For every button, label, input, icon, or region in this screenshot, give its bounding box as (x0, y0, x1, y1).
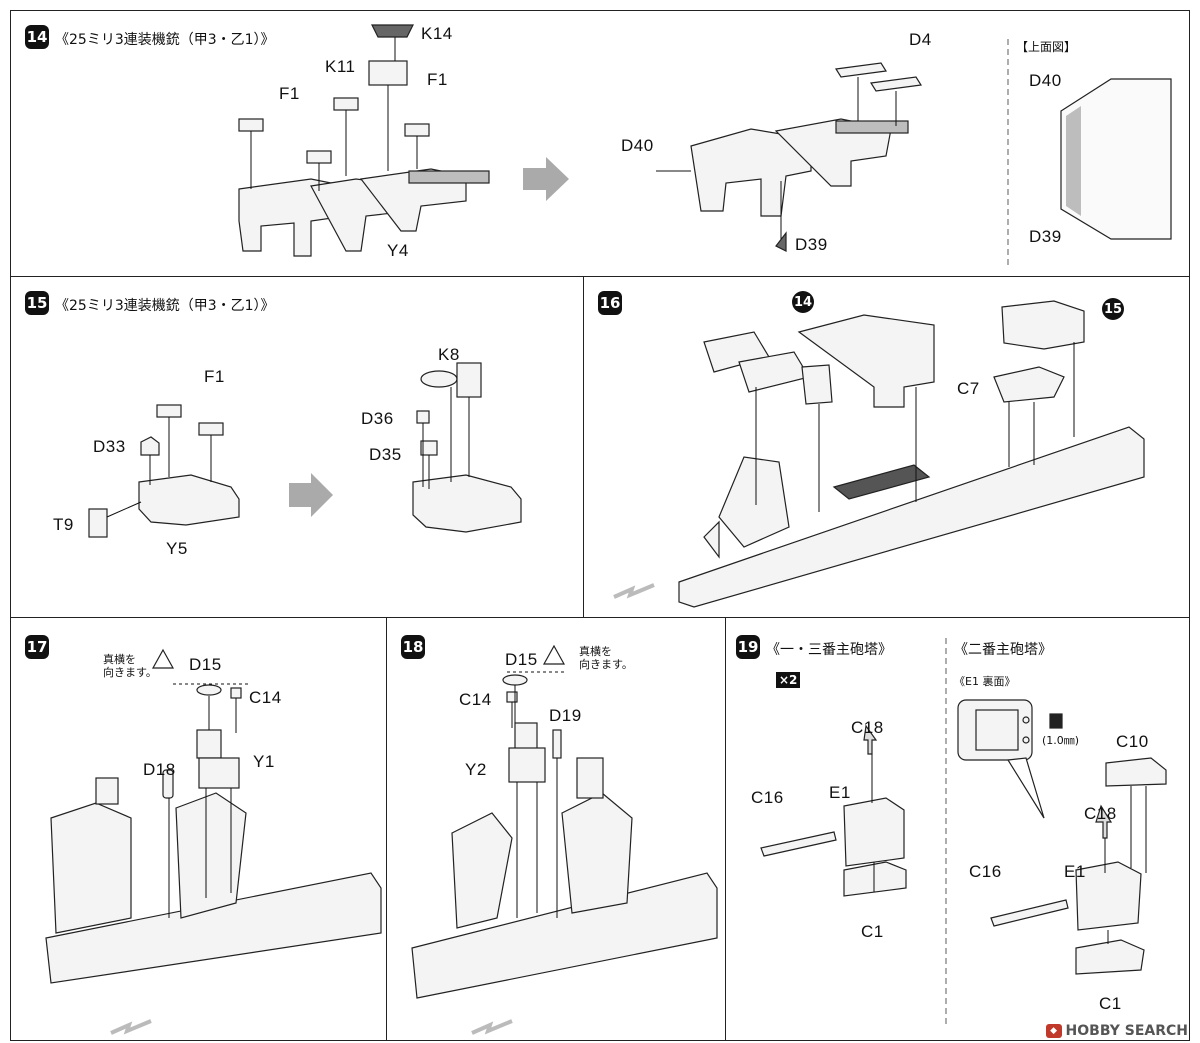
step-17-drawing (45, 648, 382, 1035)
label-d36: D36 (361, 409, 394, 428)
label-d33: D33 (93, 437, 126, 456)
label-y5: Y5 (166, 539, 188, 558)
step-17-panel: 17 真横を 向きます。 D15 C14 Y1 D18 (10, 617, 388, 1041)
label-c1: C1 (861, 922, 884, 941)
label-y1: Y1 (253, 752, 275, 771)
label-c10: C10 (1116, 732, 1149, 751)
label-d18: D18 (143, 760, 176, 779)
label-y4: Y4 (387, 241, 409, 260)
step-number-badge: 19 (736, 635, 760, 659)
label-k8: K8 (438, 345, 460, 364)
label-c18: C18 (851, 718, 884, 737)
label-f1: F1 (279, 84, 300, 103)
step-reference-badge: 14 (792, 291, 814, 313)
label-f1: F1 (204, 367, 225, 386)
step-number-badge: 18 (401, 635, 425, 659)
label-d19: D19 (549, 706, 582, 725)
label-c14: C14 (249, 688, 282, 707)
label-d15: D15 (505, 650, 538, 669)
step-19-panel: 19 《一・三番主砲塔》 ×2 《二番主砲塔》 《E1 裏面》 (1.0㎜) (725, 617, 1190, 1041)
label-d39: D39 (795, 235, 828, 254)
label-f1: F1 (427, 70, 448, 89)
label-c14: C14 (459, 690, 492, 709)
step-15-drawing (88, 362, 522, 538)
inset-title: 【上面図】 (1016, 40, 1077, 54)
label-c16: C16 (969, 862, 1002, 881)
drill-size: (1.0㎜) (1042, 734, 1080, 747)
watermark: ◆ HOBBY SEARCH (1045, 1023, 1188, 1039)
inset-label-d39: D39 (1029, 227, 1062, 246)
step-number-badge: 14 (25, 25, 49, 49)
turret-1-3-title: 《一・三番主砲塔》 (766, 642, 892, 658)
step-18-drawing (411, 644, 718, 1035)
label-y2: Y2 (465, 760, 487, 779)
brand-logo-icon: ◆ (1045, 1024, 1062, 1038)
step-16-panel: 16 14 15 C7 (583, 276, 1190, 619)
orientation-note: 真横を 向きます。 (579, 645, 633, 671)
label-d15: D15 (189, 655, 222, 674)
quantity-badge: ×2 (776, 672, 801, 688)
turret-2-title: 《二番主砲塔》 (954, 642, 1052, 658)
label-e1: E1 (829, 783, 851, 802)
step-reference-badge: 15 (1102, 298, 1124, 320)
brand-name: HOBBY SEARCH (1065, 1023, 1188, 1039)
step-14-panel: 14 《25ミリ3連装機銃（甲3・乙1）》 (10, 10, 1190, 278)
e1-back-title: 《E1 裏面》 (954, 675, 1016, 688)
step-14-drawing (238, 24, 1172, 266)
step-15-panel: 15 《25ミリ3連装機銃（甲3・乙1）》 F1 D33 T9 (10, 276, 585, 619)
step-number-badge: 17 (25, 635, 49, 659)
step-number-badge: 16 (598, 291, 622, 315)
label-e1: E1 (1064, 862, 1086, 881)
label-d35: D35 (369, 445, 402, 464)
step-number-badge: 15 (25, 291, 49, 315)
label-k14: K14 (421, 24, 453, 43)
orientation-note: 真横を 向きます。 (103, 653, 157, 679)
label-c7: C7 (957, 379, 980, 398)
label-c16: C16 (751, 788, 784, 807)
step-19-drawing (760, 638, 1167, 1028)
step-title: 《25ミリ3連装機銃（甲3・乙1）》 (55, 298, 275, 314)
label-c1: C1 (1099, 994, 1122, 1013)
label-d4: D4 (909, 30, 932, 49)
step-16-drawing (613, 300, 1145, 608)
label-t9: T9 (53, 515, 74, 534)
inset-label-d40: D40 (1029, 71, 1062, 90)
label-d40: D40 (621, 136, 654, 155)
step-title: 《25ミリ3連装機銃（甲3・乙1）》 (55, 32, 275, 48)
label-k11: K11 (325, 57, 356, 76)
step-18-panel: 18 真横を 向きます。 D15 C14 D19 Y2 (386, 617, 727, 1041)
label-c18: C18 (1084, 804, 1117, 823)
